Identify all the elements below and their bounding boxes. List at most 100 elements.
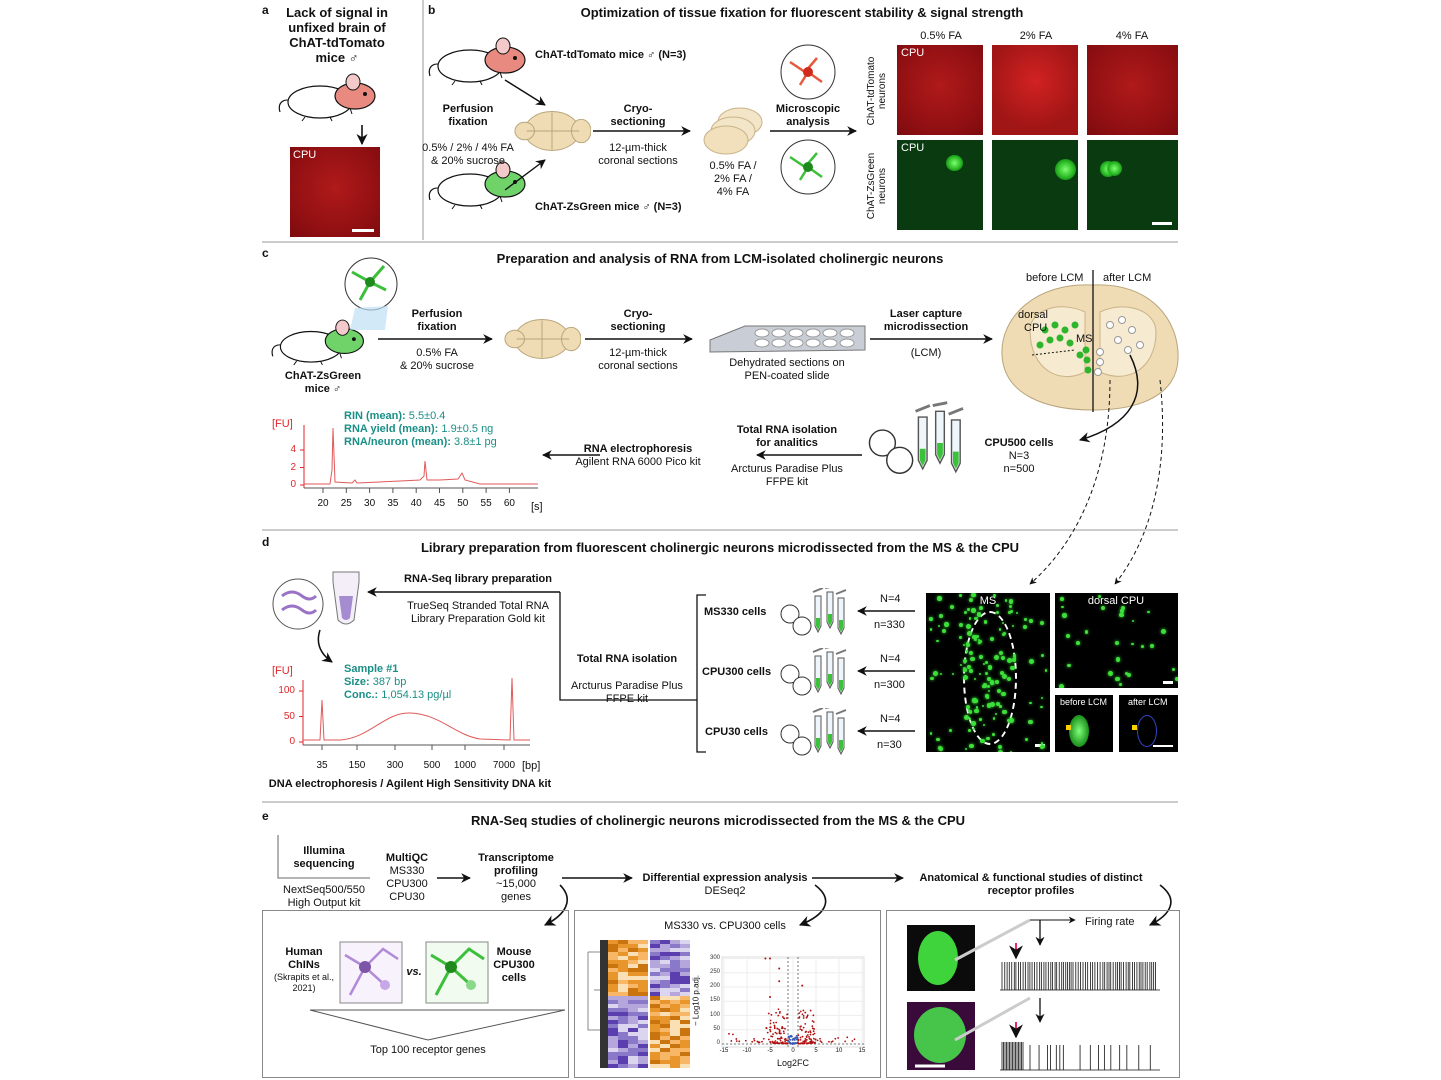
heatmap-cell bbox=[680, 996, 690, 1000]
text-line: coronal sections bbox=[598, 155, 678, 167]
volcano-point bbox=[756, 1040, 759, 1043]
text-line: 2021) bbox=[292, 983, 316, 993]
collected-dot bbox=[1106, 321, 1114, 329]
heatmap-cell bbox=[618, 1044, 628, 1048]
neuron-dot bbox=[1115, 676, 1120, 682]
text-line: profiling bbox=[494, 865, 538, 877]
neuron-dot bbox=[1040, 742, 1044, 745]
before-lcm-image: before LCM bbox=[1055, 695, 1113, 752]
heatmap-cell bbox=[650, 1000, 660, 1004]
stat-value: 5.5±0.4 bbox=[408, 410, 446, 422]
neuron-dot bbox=[963, 674, 969, 680]
text-line: CPU300 bbox=[493, 959, 535, 971]
heatmap-cell bbox=[608, 1024, 618, 1028]
volcano-point bbox=[772, 1033, 774, 1036]
neuron-dot bbox=[974, 708, 979, 714]
heatmap-cell bbox=[650, 1028, 660, 1032]
neuron-dot bbox=[999, 670, 1005, 676]
volcano-point bbox=[786, 1042, 788, 1045]
text-line: coronal sections bbox=[598, 360, 678, 372]
heatmap-cell bbox=[680, 1044, 690, 1048]
heatmap-cell bbox=[680, 940, 690, 944]
text-line: receptor profiles bbox=[987, 885, 1075, 897]
volcano-point bbox=[767, 1012, 770, 1015]
y-tick-label: 100 bbox=[278, 685, 295, 696]
text-line: (Skrapits et al., bbox=[273, 972, 335, 982]
stat-label: Conc.: bbox=[344, 689, 379, 701]
heatmap-cell bbox=[638, 976, 648, 980]
heatmap-cell bbox=[660, 1032, 670, 1036]
text-line: Arcturus Paradise Plus bbox=[731, 463, 843, 475]
volcano-point bbox=[781, 1016, 784, 1018]
x-tick-label: 500 bbox=[423, 760, 441, 771]
heatmap-cell bbox=[670, 984, 680, 988]
x-unit: [s] bbox=[531, 501, 543, 513]
volcano-point bbox=[809, 1031, 812, 1034]
text-line: genes bbox=[501, 891, 531, 903]
neuron-dot bbox=[1071, 321, 1079, 329]
heatmap-cell bbox=[628, 1048, 638, 1052]
neuron-dot bbox=[1008, 611, 1011, 614]
neuron-dot bbox=[1060, 596, 1064, 601]
heatmap-cell bbox=[628, 1008, 638, 1012]
heatmap-cell bbox=[618, 1040, 628, 1044]
heatmap-cell bbox=[670, 1024, 680, 1028]
volcano-point bbox=[735, 1038, 738, 1040]
neuron-dot bbox=[970, 656, 975, 662]
text-line: High Output kit bbox=[287, 897, 361, 909]
volcano-point bbox=[773, 1024, 776, 1027]
marker bbox=[1066, 725, 1071, 730]
neuron-dot bbox=[951, 672, 955, 676]
volcano-point bbox=[798, 1016, 801, 1018]
scale-bar bbox=[1035, 744, 1045, 747]
heatmap-cell bbox=[608, 1032, 618, 1036]
neuron-dot bbox=[966, 705, 971, 710]
heatmap-cell bbox=[618, 1048, 628, 1052]
heatmap-cell bbox=[608, 1028, 618, 1032]
heatmap-cell bbox=[608, 1044, 618, 1048]
heatmap-cell bbox=[670, 1048, 680, 1052]
volcano-point bbox=[753, 1039, 756, 1042]
text-line: Total RNA isolation bbox=[736, 424, 838, 436]
y-tick-label: 4 bbox=[290, 444, 296, 455]
heatmap-cell bbox=[628, 948, 638, 952]
after-lcm-image: after LCM bbox=[1119, 695, 1178, 752]
image-label: CPU bbox=[901, 142, 925, 154]
scale-bar bbox=[352, 229, 374, 232]
neuron-dot bbox=[936, 738, 940, 742]
x-tick-label: 20 bbox=[317, 498, 329, 509]
volcano-point bbox=[846, 1036, 849, 1039]
heatmap-cell bbox=[638, 1032, 648, 1036]
y-tick-label: 250 bbox=[709, 968, 720, 975]
heatmap-cell bbox=[670, 1060, 680, 1064]
neuron-dot bbox=[984, 661, 988, 664]
neuron-dot bbox=[1028, 658, 1034, 664]
neuron-dot bbox=[995, 680, 1000, 684]
heatmap-cell bbox=[608, 1064, 618, 1068]
neuron-dot bbox=[968, 729, 971, 732]
neuron-dot bbox=[1001, 674, 1007, 680]
title-line: ChAT-tdTomato bbox=[289, 35, 385, 50]
zsgreen-4fa-image bbox=[1087, 140, 1178, 230]
y-tick-label: 2 bbox=[290, 461, 296, 473]
neuron-dot bbox=[970, 593, 975, 598]
heatmap-cell bbox=[660, 1052, 670, 1056]
panel-letter-e: e bbox=[262, 809, 269, 823]
neuron-dot bbox=[1084, 366, 1092, 374]
heatmap-cell bbox=[608, 960, 618, 964]
section-oval bbox=[822, 328, 838, 338]
text-line: & 20% sucrose bbox=[431, 155, 505, 167]
heatmap-cell bbox=[650, 980, 660, 984]
heatmap-cell bbox=[628, 1020, 638, 1024]
volcano-point bbox=[794, 1036, 797, 1039]
volcano-point bbox=[785, 1017, 788, 1019]
text-line: 0.5% FA bbox=[416, 347, 458, 359]
neuron-dot bbox=[932, 671, 938, 676]
neuron-dot bbox=[993, 654, 999, 660]
heatmap-cell bbox=[618, 984, 628, 988]
heatmap-cell bbox=[638, 980, 648, 984]
heatmap-cell bbox=[680, 960, 690, 964]
volcano-point bbox=[831, 1040, 834, 1043]
dea-box bbox=[574, 910, 881, 1078]
